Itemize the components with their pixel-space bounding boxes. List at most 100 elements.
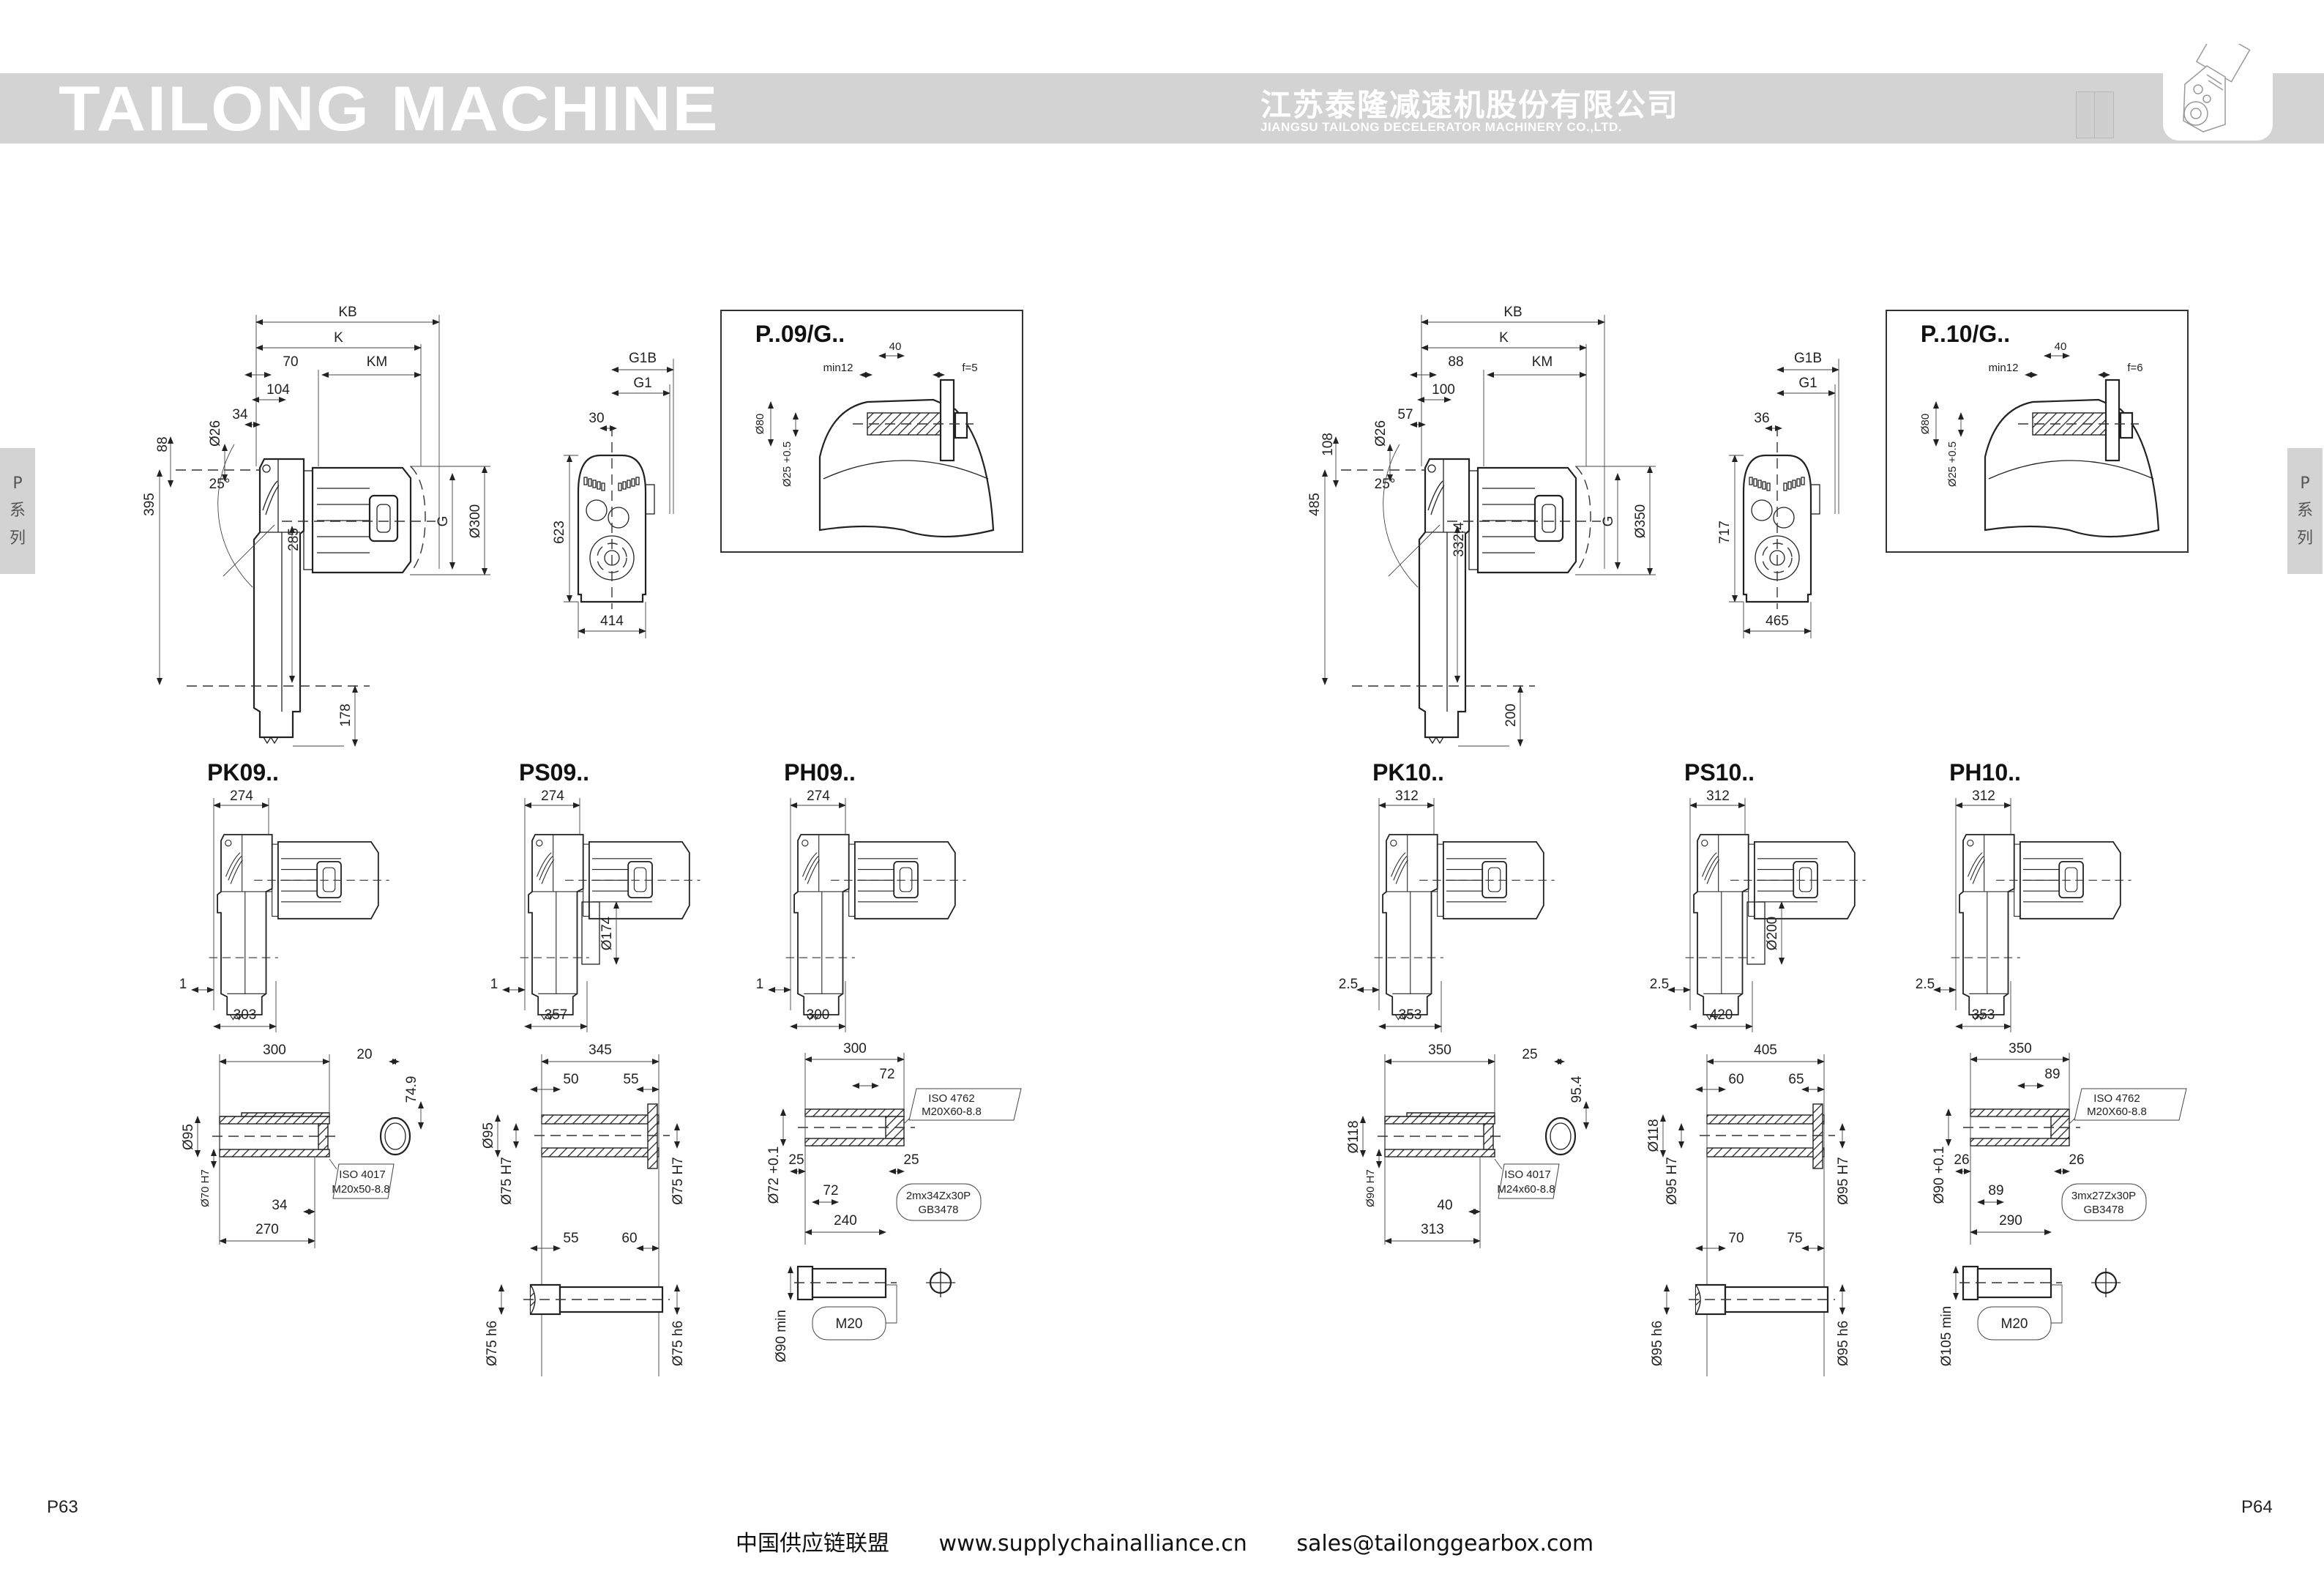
shaft-wall-top [1706,1114,1825,1125]
variant-drawing [520,834,700,1021]
shaft-wall-top [541,1114,660,1125]
dim-key-height: 74.9 [404,1076,419,1103]
dim-s60: 75 [1787,1231,1802,1246]
bolt-standard: ISO 4762 [928,1092,974,1105]
rib [631,478,635,487]
dim-od: Ø118 [1646,1119,1662,1152]
side-tab-char: P [2300,474,2310,493]
dim-kb: KB [338,305,356,320]
dim-gap: 1 [490,977,498,992]
bolt-callout [908,1088,1022,1121]
shaft-wall-top [1970,1108,2070,1117]
gearbox-foot [1428,736,1444,745]
gearbox-vent [225,839,232,847]
gearbox-fins [1427,480,1445,515]
variant-title: PK10.. [1372,759,1444,786]
dim-length: 345 [589,1043,612,1058]
dim-104: 104 [266,382,290,398]
thread-callout [812,1306,886,1341]
rib [1757,480,1762,488]
terminal-box-inner [899,867,913,892]
side-tab-p-series-right[interactable]: P 系 列 [2287,448,2323,574]
dim-s55: 70 [1728,1231,1744,1246]
shaft-wall-top [1384,1116,1495,1125]
dim-395: 485 [1307,493,1323,516]
bearing-hole [586,499,608,521]
footer: 中国供应链联盟 www.supplychainalliance.cn sales… [736,1525,1636,1557]
dim-width-top: 312 [1706,788,1730,804]
rib [588,478,592,487]
thread-spec: M20 [836,1316,863,1332]
brake-outline [1575,466,1591,573]
dim-40: 40 [2055,340,2067,353]
bolt-spec: M24x60-8.8 [1497,1183,1555,1196]
dim-id-right: Ø95 H7 [1836,1157,1851,1204]
footer-email-link[interactable]: sales@tailonggearbox.com [1296,1531,1594,1557]
rib [1783,482,1787,491]
rib [635,477,640,485]
dim-width-top: 274 [230,788,253,804]
dim-g1: G1 [633,376,651,391]
gearbox-fins [1702,852,1719,884]
output-flange [1746,901,1766,965]
dim-gap: 2.5 [1650,977,1669,992]
shaft-wall-top [219,1116,330,1125]
rib [627,480,631,488]
dim-d25: Ø25 +0.5 [1946,441,1959,487]
page-number-right: P64 [2241,1497,2273,1517]
gearbox-vent [1967,839,1974,847]
dim-395: 395 [142,493,157,516]
dim-dia: Ø350 [1633,504,1648,538]
spline-callout [2061,1183,2147,1221]
footer-website-link[interactable]: www.supplychainalliance.cn [938,1531,1247,1557]
dim-min: Ø90 min [774,1310,789,1362]
rib [1749,477,1753,485]
dim-178: 200 [1503,704,1519,727]
dim-key-height: 95.4 [1569,1075,1585,1103]
rib [583,477,588,485]
variant-drawing [785,834,966,1021]
dim-240: 240 [834,1213,857,1229]
dim-id-left: Ø95 H7 [1664,1157,1680,1204]
dim-55: 65 [1788,1072,1804,1087]
dim-min12: min12 [823,362,853,374]
dim-40: 40 [889,340,902,353]
dim-70: 88 [1448,354,1463,370]
rib [1753,478,1757,487]
dim-g1b: G1B [1794,351,1822,366]
dim-414: 465 [1766,614,1789,629]
rib [1766,482,1771,491]
shaft-wall-bottom [1970,1138,2070,1147]
gearbox-foot [1394,1013,1408,1021]
variant-title: PK09.. [207,759,279,786]
rib [1787,481,1792,490]
terminal-box [1793,860,1818,899]
side-tab-p-series-left[interactable]: P 系 列 [0,448,35,574]
dim-width-bottom: 303 [233,1007,257,1023]
dim-length: 350 [1428,1043,1451,1058]
shaft-section-inner [1550,1122,1572,1150]
dim-34: 40 [1437,1198,1452,1213]
variant-title: PH09.. [784,759,856,786]
gearbox-fins [225,852,243,884]
bolt-spec: M20x50-8.8 [332,1183,389,1196]
nut [2119,411,2134,439]
rib [1796,478,1801,487]
dim-width-bottom: 357 [545,1007,568,1023]
dim-s60: 60 [621,1231,637,1246]
housing-rib-line [823,460,989,480]
spline-spec: 2mx34Zx30P [906,1190,971,1202]
shaft-wall-bottom [541,1147,660,1157]
dim-length: 405 [1754,1043,1777,1058]
dim-414: 414 [600,614,624,629]
dim-od: Ø95 [481,1122,496,1149]
brand-title: TAILONG MACHINE [59,74,720,144]
dim-length: 300 [843,1041,867,1056]
dim-dia: Ø72 +0.1 [766,1147,782,1204]
dim-width-top: 274 [541,788,564,804]
